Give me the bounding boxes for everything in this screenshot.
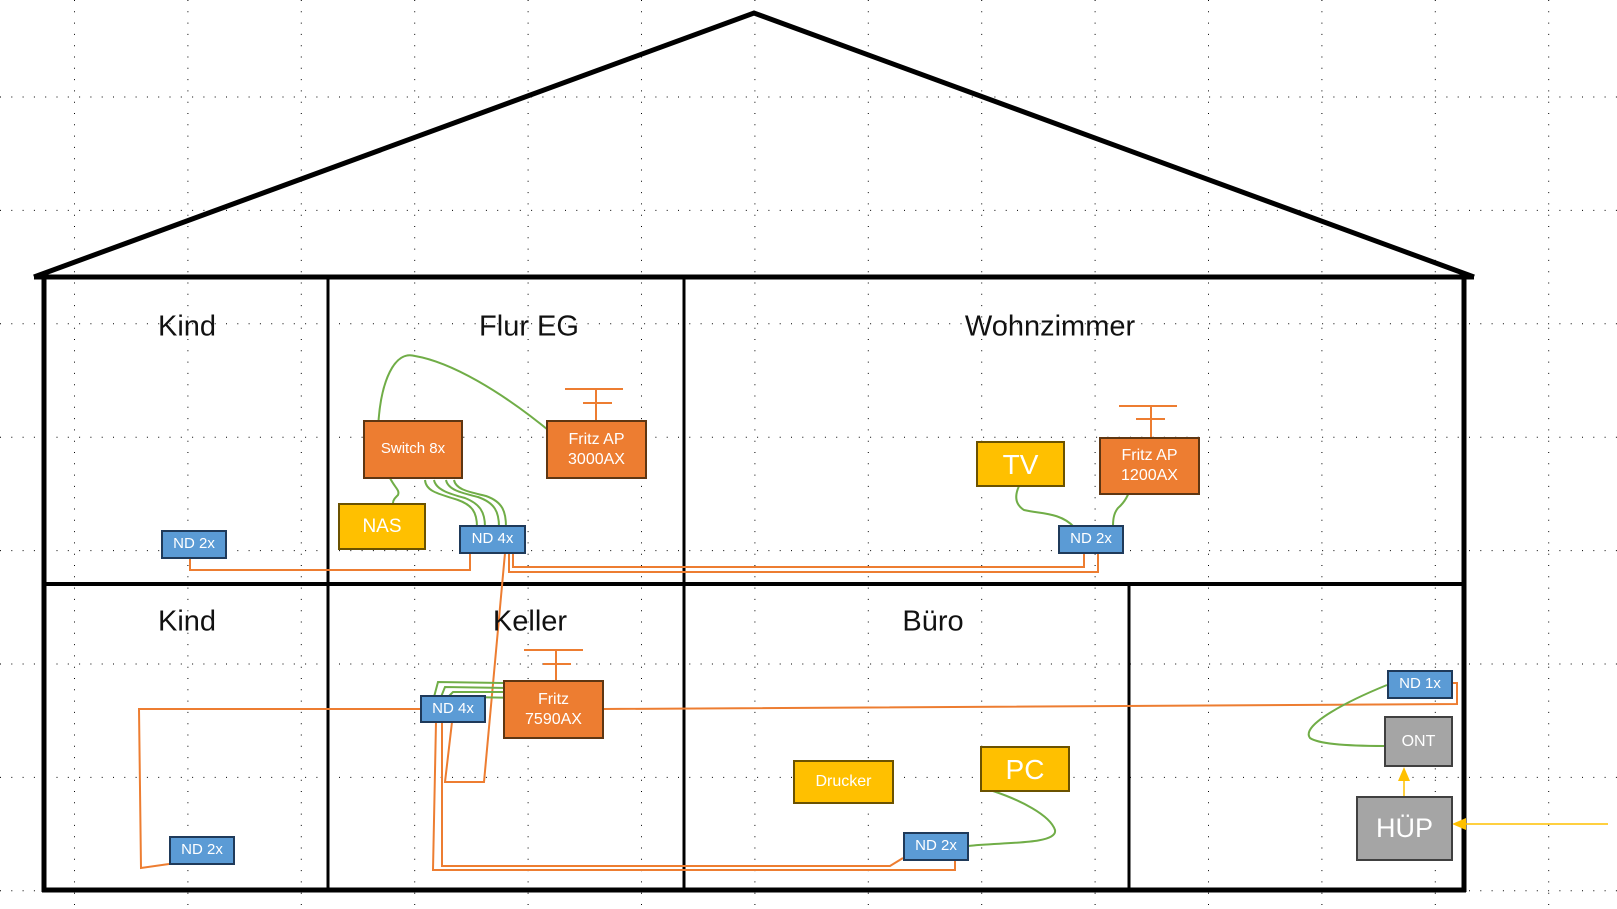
nd1-socket[interactable]: ND 1x (1387, 670, 1453, 699)
patch-switch-to-nd4-1 (424, 479, 478, 528)
patch-switch-to-nas (389, 477, 400, 504)
room-label-kind-eg: Kind (157, 310, 217, 343)
fritz-7590ax-box[interactable]: Fritz 7590AX (503, 680, 604, 739)
cable-nd4-keller-to-buero-a (431, 721, 956, 871)
room-label-keller: Keller (492, 605, 568, 638)
switch-8x-box[interactable]: Switch 8x (363, 420, 463, 479)
nd2-buero-socket[interactable]: ND 2x (903, 832, 969, 861)
room-label-flur-eg: Flur EG (479, 310, 579, 343)
cable-nd4-eg-to-wohn-a (512, 549, 1085, 568)
room-label-kind-ug: Kind (157, 605, 217, 638)
arrowhead-huep-icon (1452, 818, 1466, 830)
nas-box[interactable]: NAS (338, 503, 426, 550)
installation-cables (137, 388, 1458, 871)
patch-switch-to-ap3000 (377, 354, 554, 435)
ont-box[interactable]: ONT (1384, 716, 1453, 767)
nd2-kind-eg-socket[interactable]: ND 2x (161, 530, 227, 559)
pc-box[interactable]: PC (980, 746, 1070, 792)
cable-nd4-eg-to-wohn-b (508, 553, 1099, 573)
patch-cables (377, 354, 1388, 847)
patch-switch-to-nd4-4 (453, 479, 507, 528)
tv-box[interactable]: TV (976, 441, 1065, 487)
drucker-box[interactable]: Drucker (793, 760, 894, 804)
fritz-ap-1200ax-box[interactable]: Fritz AP 1200AX (1099, 437, 1200, 495)
patch-tv-to-nd2 (1015, 485, 1075, 528)
patch-switch-to-nd4-2 (433, 479, 486, 528)
patch-nd1-to-ont (1307, 684, 1388, 747)
house-outline (33, 10, 1475, 893)
nd2-wohnzimmer-socket[interactable]: ND 2x (1058, 525, 1124, 554)
nd4-eg-socket[interactable]: ND 4x (459, 525, 526, 554)
nd2-kind-ug-socket[interactable]: ND 2x (169, 836, 235, 865)
roof (33, 10, 1475, 280)
cable-nd4-keller-to-buero-b (441, 722, 904, 867)
patch-pc-to-nd2-buero (967, 790, 1056, 847)
fritz-ap-3000ax-box[interactable]: Fritz AP 3000AX (546, 420, 647, 479)
arrowhead-ont-icon (1398, 767, 1410, 781)
cable-nd4-keller-to-kind-ug (137, 708, 420, 870)
cable-kind-eg-to-nd4-eg (189, 549, 471, 571)
cable-fritz7590-to-nd1 (602, 682, 1458, 710)
cable-nd4-eg-to-keller (443, 552, 506, 783)
huep-box[interactable]: HÜP (1356, 796, 1453, 861)
nd4-keller-socket[interactable]: ND 4x (420, 695, 486, 723)
patch-nd4-keller-2 (440, 685, 513, 698)
room-label-buero: Büro (902, 605, 964, 638)
patch-switch-to-nd4-3 (445, 479, 500, 528)
patch-nd4-keller-1 (433, 680, 504, 698)
fiber-feed (1398, 767, 1608, 830)
room-label-wohnzimmer: Wohnzimmer (964, 310, 1136, 343)
